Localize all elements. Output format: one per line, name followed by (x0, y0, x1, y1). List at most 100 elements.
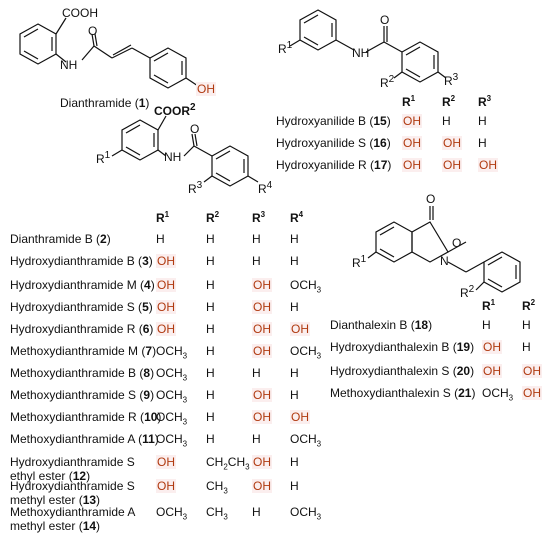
cell-r1: OH (156, 322, 176, 336)
cell-r1: H (156, 232, 165, 246)
cell-r1: OH (482, 340, 502, 354)
atom-o-top: O (426, 192, 436, 206)
cell-r1: OH (156, 278, 176, 292)
compound-label: Hydroxyanilide R (17) (276, 158, 392, 172)
compound-label: Methoxydianthramide B (8) (10, 366, 155, 380)
cell-r1: OH (402, 158, 422, 172)
cell-r2: OH (522, 364, 542, 378)
cell-r1: OH (402, 136, 422, 150)
atom-nh: NH (164, 150, 182, 164)
compound-label: Hydroxydianthramide M (4) (10, 278, 155, 292)
atom-o: O (380, 13, 390, 27)
cell-r2: H (206, 232, 215, 246)
cell-r3: OH (478, 158, 498, 172)
compound-label: Methoxydianthramide M (7) (10, 344, 157, 358)
structure-hydroxyanilide (289, 9, 447, 83)
column-header-r3: R3 (252, 210, 266, 225)
cell-r4: H (290, 300, 299, 314)
cell-r3: H (252, 232, 261, 246)
cell-r2: H (206, 388, 215, 402)
column-header-r2: R2 (206, 210, 220, 225)
atom-r1: R1 (278, 40, 293, 56)
structure-dianthalexin (367, 206, 521, 293)
cell-r2: OH (442, 158, 462, 172)
cell-r2: H (522, 318, 531, 332)
cell-r4: H (290, 254, 299, 268)
atom-r1: R1 (352, 254, 367, 270)
cell-r1: OH (156, 455, 176, 469)
cell-r3: OH (252, 455, 272, 469)
cell-r2: H (206, 254, 215, 268)
cell-r4: OCH3 (290, 278, 322, 295)
cell-r4: OH (290, 410, 310, 424)
cell-r4: OCH3 (290, 344, 322, 361)
atom-r1: R1 (96, 150, 111, 166)
column-header-r1: R1 (402, 94, 416, 109)
cell-r4: OH (290, 322, 310, 336)
cell-r2: H (206, 300, 215, 314)
cell-r2: H (206, 432, 215, 446)
structure-dianthramide (19, 17, 199, 89)
cell-r1: OH (482, 364, 502, 378)
atom-o-ring: O (452, 236, 462, 250)
structure-dianthramide-core (111, 115, 259, 187)
cell-r3: H (252, 254, 261, 268)
cell-r1: OH (402, 114, 422, 128)
compound-label: Methoxydianthalexin S (21) (330, 386, 476, 400)
compound-label: Methoxydianthramide A (11) (10, 432, 159, 446)
cell-r3: OH (252, 322, 272, 336)
cell-r2: CH3 (206, 505, 228, 522)
atom-r3: R3 (444, 72, 459, 88)
cell-r2: OH (442, 136, 462, 150)
cell-r3: H (478, 114, 487, 128)
cell-r2: CH3 (206, 479, 228, 496)
cell-r2: H (206, 322, 215, 336)
cell-r4: H (290, 366, 299, 380)
cell-r4: H (290, 479, 299, 493)
cell-r1: OH (156, 254, 176, 268)
compound-label: Hydroxydianthramide R (6) (10, 322, 154, 336)
compound-label: Hydroxyanilide B (15) (276, 114, 391, 128)
cell-r2: H (206, 410, 215, 424)
atom-n: N (440, 254, 449, 268)
atom-carbonyl-o: O (88, 24, 98, 38)
cell-r2: OH (522, 386, 542, 400)
cell-r1: OCH3 (156, 388, 188, 405)
cell-r3: OH (252, 388, 272, 402)
column-header-r1: R1 (156, 210, 170, 225)
compound-label: Dianthramide B (2) (10, 232, 111, 246)
cell-r3: OH (252, 410, 272, 424)
atom-nh: NH (352, 46, 370, 60)
atom-cooh: COOH (62, 6, 98, 20)
cell-r4: OCH3 (290, 505, 322, 522)
cell-r1: OCH3 (156, 432, 188, 449)
atom-r2: R2 (460, 284, 475, 300)
atom-r4: R4 (258, 180, 273, 196)
compound-1-label: Dianthramide (1) (60, 96, 150, 110)
cell-r2: CH2CH3 (206, 455, 250, 472)
atom-o: O (190, 122, 200, 136)
cell-r1: OCH3 (156, 366, 188, 383)
cell-r1: H (482, 318, 491, 332)
cell-r1: OH (156, 300, 176, 314)
compound-label: Hydroxydianthalexin S (20) (330, 364, 475, 378)
cell-r4: H (290, 388, 299, 402)
column-header-r4: R4 (290, 210, 304, 225)
cell-r1: OH (156, 479, 176, 493)
cell-r4: H (290, 455, 299, 469)
cell-r1: OCH3 (156, 344, 188, 361)
cell-r3: OH (252, 278, 272, 292)
atom-r3: R3 (188, 180, 203, 196)
atom-coor2: COOR2 (154, 102, 196, 118)
cell-r4: H (290, 232, 299, 246)
cell-r3: H (478, 136, 487, 150)
compound-label: Hydroxydianthramide S (5) (10, 300, 153, 314)
cell-r1: OCH3 (156, 505, 188, 522)
cell-r3: OH (252, 300, 272, 314)
column-header-r1: R1 (482, 298, 496, 313)
column-header-r3: R3 (478, 94, 492, 109)
cell-r1: OCH3 (156, 410, 188, 427)
